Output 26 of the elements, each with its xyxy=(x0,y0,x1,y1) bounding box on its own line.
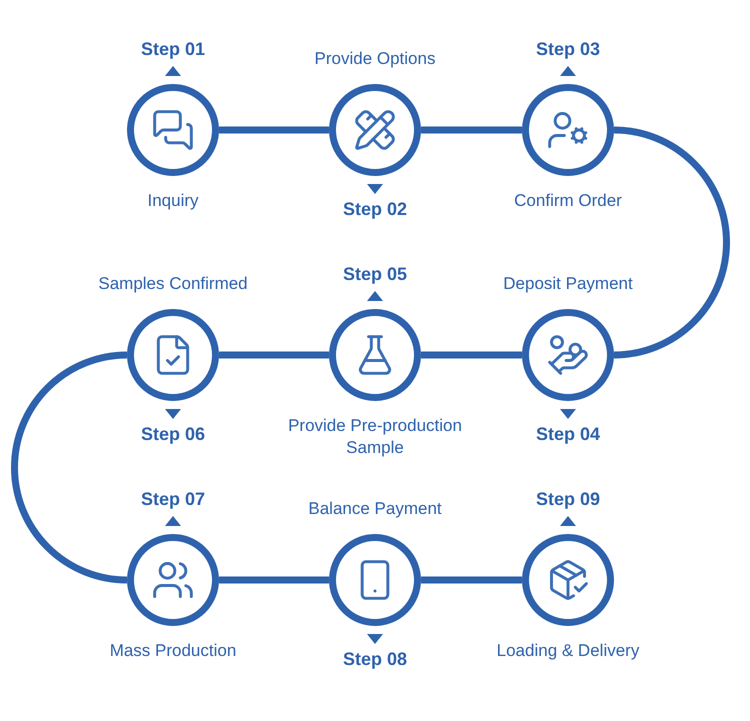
step-title: Deposit Payment xyxy=(502,273,634,295)
step-title: Inquiry xyxy=(146,190,200,212)
connector-line xyxy=(11,352,128,584)
connector-line xyxy=(614,126,730,358)
connector-line xyxy=(421,576,522,584)
step-title: Confirm Order xyxy=(513,190,623,212)
step-number: Step 02 xyxy=(342,198,408,220)
step-number: Step 04 xyxy=(534,423,602,445)
step-number: Step 07 xyxy=(140,488,206,510)
connector-line xyxy=(219,126,329,134)
step-number: Step 01 xyxy=(140,38,206,60)
step-number: Step 08 xyxy=(342,648,408,670)
step-number: Step 09 xyxy=(534,488,602,510)
step-number: Step 03 xyxy=(534,38,602,60)
connector-line xyxy=(421,126,522,134)
step-title: Mass Production xyxy=(108,640,238,662)
step-title: Balance Payment xyxy=(307,498,443,520)
connector-line xyxy=(421,352,522,358)
step-title: Samples Confirmed xyxy=(97,273,249,295)
step-title: Loading & Delivery xyxy=(496,640,640,662)
step-title: Provide Options xyxy=(314,48,436,70)
step-number: Step 06 xyxy=(140,423,206,445)
connector-line xyxy=(219,576,329,584)
connector-line xyxy=(219,352,329,358)
step-number: Step 05 xyxy=(342,263,408,285)
step-title: Provide Pre-production Sample xyxy=(287,415,463,459)
